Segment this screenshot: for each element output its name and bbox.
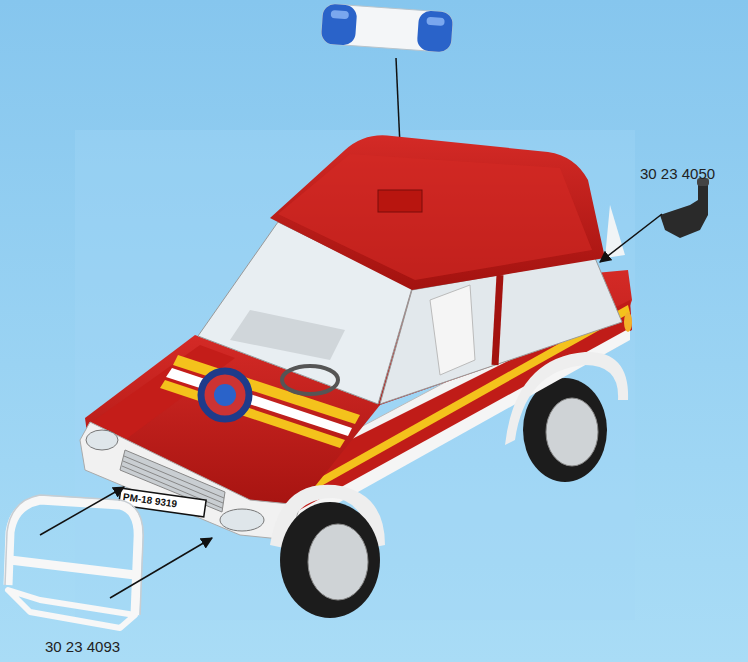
light-bar (321, 4, 453, 53)
part-number: 30 23 4093 (45, 638, 120, 656)
hitch-part (660, 178, 709, 238)
bull-bar (8, 500, 138, 628)
part-number: 30 23 4050 (640, 165, 715, 183)
